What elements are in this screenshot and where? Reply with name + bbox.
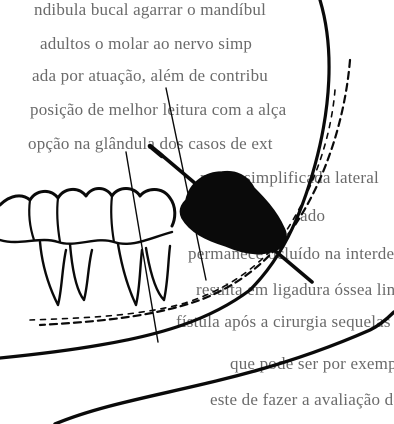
tooth-root [40, 242, 66, 305]
needle-tip [150, 146, 162, 156]
tooth-divider [111, 196, 114, 242]
mandible-lower-border [55, 312, 394, 424]
teeth-crown-bottom [0, 232, 172, 244]
tooth-root [70, 244, 92, 300]
tooth-root [118, 244, 142, 305]
tooth-divider [57, 198, 60, 242]
mandible-outline [0, 0, 329, 358]
tooth-divider [29, 200, 34, 240]
anesthetic-deposit [180, 172, 286, 254]
teeth-crowns [0, 189, 175, 227]
